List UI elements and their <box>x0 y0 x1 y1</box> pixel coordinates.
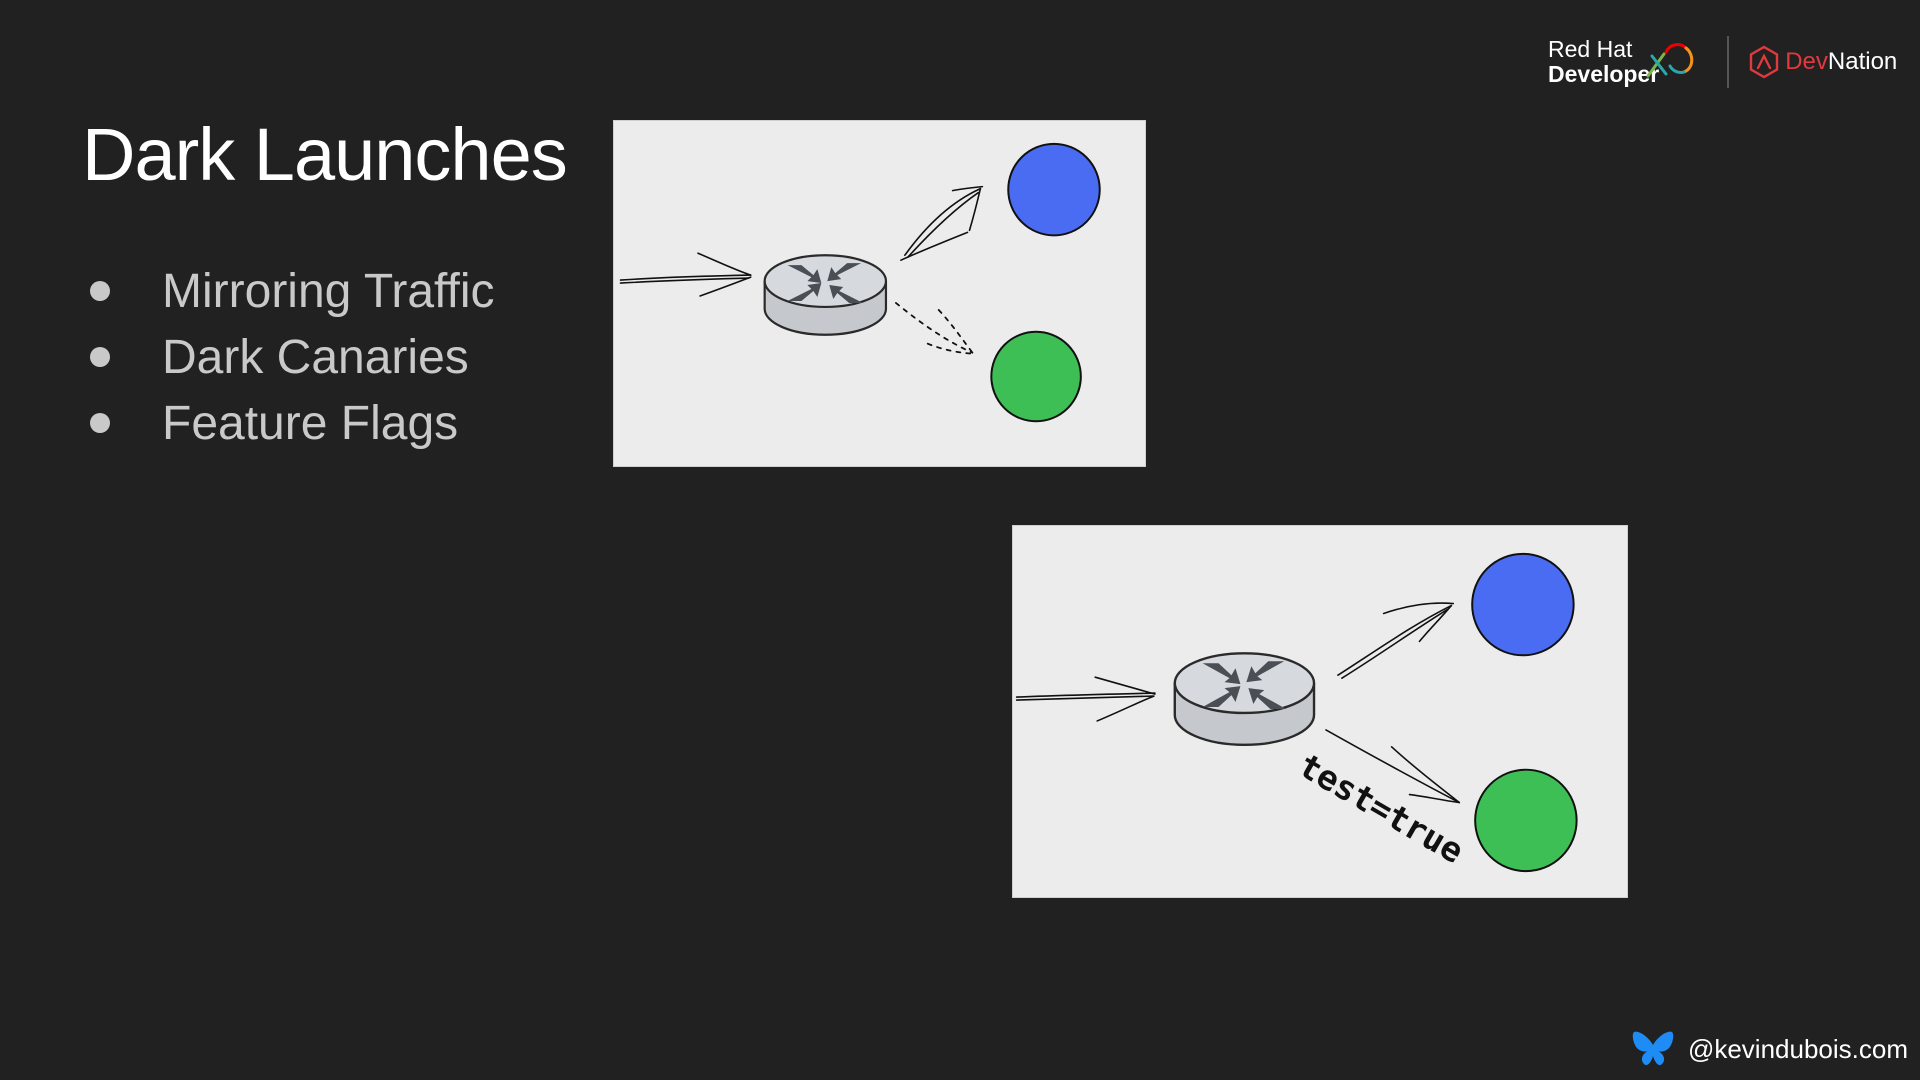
bullet-dot <box>90 281 110 301</box>
redhat-logo-icon <box>1646 43 1694 78</box>
green-service-node <box>990 330 1082 423</box>
arrow-to-blue <box>1337 602 1455 679</box>
arrow-to-blue <box>900 185 984 261</box>
blue-service-node <box>1471 552 1575 657</box>
diagram-feature-flag: test=true <box>1012 525 1628 898</box>
bullet-text: Feature Flags <box>162 396 459 450</box>
bullet-list: Mirroring Traffic Dark Canaries Feature … <box>90 258 495 456</box>
incoming-arrow <box>1015 676 1156 722</box>
bullet-text: Dark Canaries <box>162 330 469 384</box>
green-service-node <box>1474 768 1578 873</box>
social-handle: @kevindubois.com <box>1687 1033 1908 1064</box>
redhat-logo-line2: Developer <box>1548 61 1660 87</box>
butterfly-icon <box>1632 1031 1674 1066</box>
diagram-feature-flag-svg: test=true <box>1015 552 1578 873</box>
blue-service-node <box>1007 142 1101 237</box>
slide-title: Dark Launches <box>82 113 568 196</box>
flag-annotation: test=true <box>1292 746 1470 871</box>
arrow-to-green <box>1325 729 1461 804</box>
brand-separator <box>1727 36 1730 88</box>
bullet-text: Mirroring Traffic <box>162 264 495 318</box>
bullet-item: Dark Canaries <box>90 324 495 390</box>
bullet-dot <box>90 413 110 433</box>
devnation-logo-icon <box>1750 45 1779 79</box>
dashed-arrow-to-green <box>895 302 974 355</box>
diagram-mirroring-svg <box>619 142 1101 423</box>
redhat-developer-logo: Red Hat Developer <box>1548 36 1694 87</box>
incoming-arrow <box>619 252 752 297</box>
router-icon <box>763 254 888 336</box>
redhat-logo-line1: Red Hat <box>1548 36 1633 62</box>
bullet-item: Mirroring Traffic <box>90 258 495 324</box>
bullet-dot <box>90 347 110 367</box>
router-icon <box>1173 652 1316 747</box>
devnation-nation-text: Nation <box>1827 48 1898 75</box>
diagram-mirroring <box>613 120 1146 467</box>
devnation-dev-text: Dev <box>1785 48 1828 75</box>
footer: @kevindubois.com <box>1632 1030 1908 1068</box>
bullet-item: Feature Flags <box>90 390 495 456</box>
